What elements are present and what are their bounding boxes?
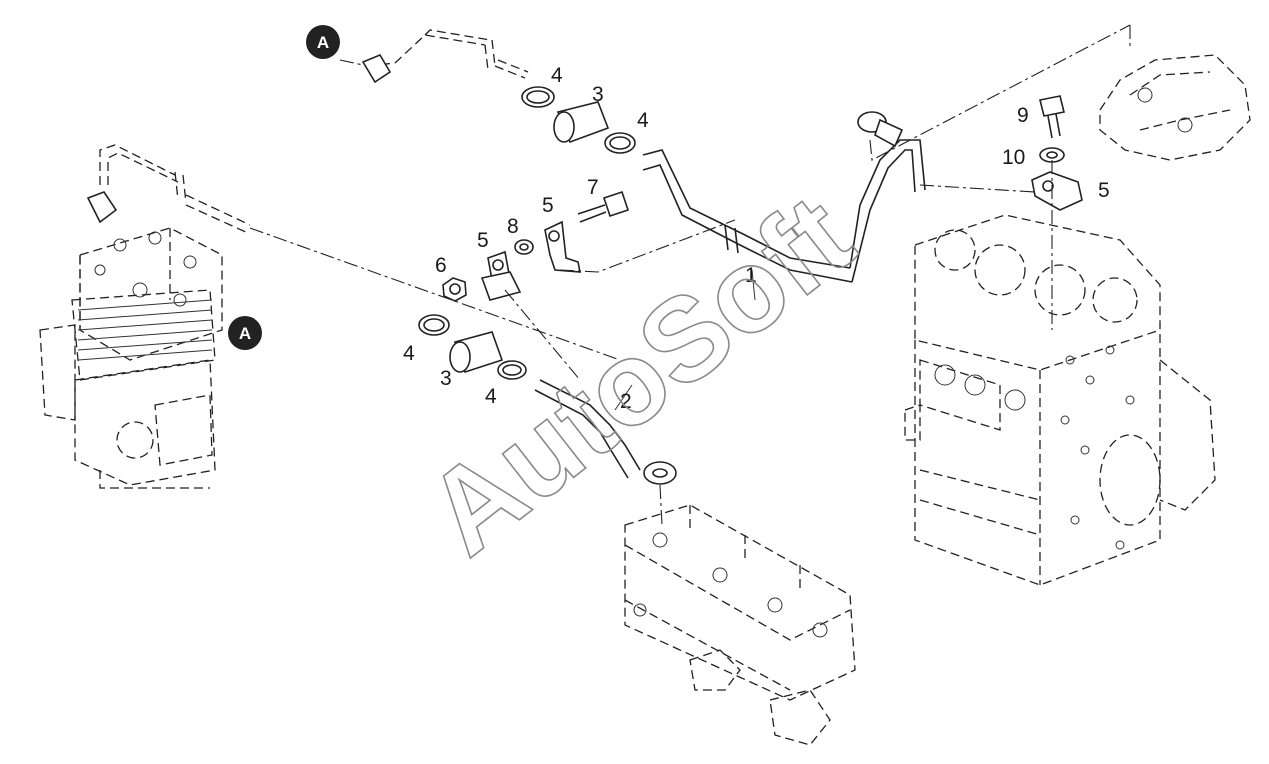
upper-pipe-section bbox=[339, 29, 529, 84]
upper-hose-set bbox=[521, 86, 853, 283]
right-pipe bbox=[849, 24, 1131, 283]
callout-4-lower-left: 4 bbox=[403, 342, 415, 365]
watermark: AutoSoft bbox=[403, 170, 877, 581]
callout-4-upper-right: 4 bbox=[637, 109, 649, 132]
left-pipe bbox=[86, 144, 621, 361]
air-compressor bbox=[39, 227, 223, 489]
callout-8: 8 bbox=[507, 215, 519, 238]
callout-4-lower-right: 4 bbox=[485, 385, 497, 408]
leader-lines bbox=[614, 269, 756, 411]
intake-manifold-upper bbox=[1099, 54, 1251, 161]
engine-block bbox=[904, 214, 1216, 586]
right-fixings bbox=[1031, 95, 1083, 330]
callout-2: 2 bbox=[620, 390, 632, 413]
lower-hose-set bbox=[418, 314, 677, 526]
marker-a-lower: A bbox=[228, 316, 262, 350]
callout-5-right: 5 bbox=[1098, 179, 1110, 202]
callout-10: 10 bbox=[1002, 146, 1025, 169]
marker-a-upper: A bbox=[306, 25, 340, 59]
callouts: 1 2 3 3 4 4 4 4 5 5 5 6 7 8 9 10 bbox=[403, 64, 1110, 413]
callout-5-mid-left: 5 bbox=[477, 229, 489, 252]
callout-3-upper: 3 bbox=[592, 83, 604, 106]
exhaust-manifold bbox=[624, 504, 856, 746]
svg-text:A: A bbox=[239, 324, 251, 343]
callout-7: 7 bbox=[587, 176, 599, 199]
svg-text:A: A bbox=[317, 33, 329, 52]
callout-6: 6 bbox=[435, 254, 447, 277]
callout-3-lower: 3 bbox=[440, 367, 452, 390]
callout-5-mid-right: 5 bbox=[542, 194, 554, 217]
callout-1: 1 bbox=[745, 264, 757, 287]
callout-9: 9 bbox=[1017, 104, 1029, 127]
callout-4-upper-left: 4 bbox=[551, 64, 563, 87]
mid-fixings bbox=[442, 190, 736, 381]
